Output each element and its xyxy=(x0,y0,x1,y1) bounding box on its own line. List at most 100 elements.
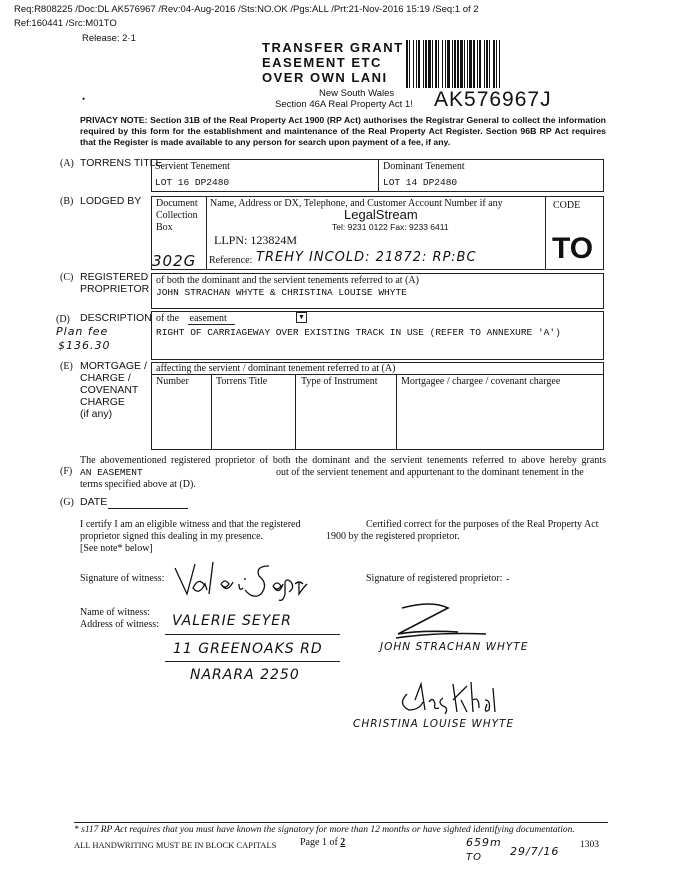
section-e-title-3: COVENANT xyxy=(80,384,139,396)
request-info-line: Req:R808225 /Doc:DL AK576967 /Rev:04-Aug… xyxy=(14,4,479,15)
reference-line: Ref:160441 /Src:M01TO xyxy=(14,18,117,29)
mortgage-header-line xyxy=(151,374,604,375)
torrens-title-box xyxy=(151,159,604,192)
section-f-letter: (F) xyxy=(60,466,73,477)
description-caption: of the easement xyxy=(156,313,235,325)
description-value[interactable]: RIGHT OF CARRIAGEWAY OVER EXISTING TRACK… xyxy=(156,327,561,338)
proprietor-value[interactable]: JOHN STRACHAN WHYTE & CHRISTINA LOUISE W… xyxy=(156,287,407,298)
mortgage-col-divider-1 xyxy=(211,374,212,450)
mortgage-col-divider-2 xyxy=(295,374,296,450)
section-e-letter: (E) xyxy=(60,361,73,372)
proprietor-cert-2: 1900 by the registered proprietor. xyxy=(326,531,460,542)
proprietor-signature-1-image xyxy=(395,603,487,639)
footer-divider xyxy=(74,822,608,823)
witness-address-underline xyxy=(165,661,340,662)
witness-name-value[interactable]: VALERIE SEYER xyxy=(172,613,292,629)
section-e-title: MORTGAGE / CHARGE / COVENANT CHARGE (if … xyxy=(80,360,147,420)
dominant-label: Dominant Tenement xyxy=(383,161,465,172)
bullet-mark: • xyxy=(82,94,86,104)
mortgage-caption: affecting the servient / dominant teneme… xyxy=(156,363,396,374)
llpn: LLPN: 123824M xyxy=(214,233,298,247)
witness-cert-3: [See note* below] xyxy=(80,543,153,554)
witness-signature-image xyxy=(174,561,308,602)
witness-cert-1: I certify I am an eligible witness and t… xyxy=(80,519,301,530)
witness-signature-label: Signature of witness: xyxy=(80,573,165,584)
witness-cert-2: proprietor signed this dealing in my pre… xyxy=(80,531,264,542)
form-title-line-3: OVER OWN LANI xyxy=(262,70,388,85)
description-caption-prefix: of the xyxy=(156,313,180,324)
doc-box-label: Document Collection Box xyxy=(156,198,198,233)
lodged-name-label: Name, Address or DX, Telephone, and Cust… xyxy=(210,198,503,209)
release-label: Release: 2·1 xyxy=(82,33,136,44)
witness-detail-labels: Name of witness: Address of witness: xyxy=(80,607,159,631)
handwritten-date: 29/7/16 xyxy=(510,845,560,858)
footer-note: * s117 RP Act requires that you must hav… xyxy=(74,825,575,835)
col-type-of-instrument: Type of Instrument xyxy=(301,376,378,387)
lodger-phone: Tel: 9231 0122 Fax: 9233 6411 xyxy=(332,222,449,232)
servient-value[interactable]: LOT 16 DP2480 xyxy=(155,177,230,188)
proprietor-certification: Certified correct for the purposes of th… xyxy=(326,519,598,543)
ref-text: Ref:160441 /Src:M xyxy=(14,18,94,29)
proprietor-signature-label: Signature of registered proprietor: xyxy=(366,573,503,584)
proprietor-box xyxy=(151,273,604,309)
lodged-divider-2 xyxy=(545,196,546,270)
state-label: New South Wales xyxy=(319,88,395,99)
form-title: TRANSFER GRANT EASEMENT ETC OVER OWN LAN… xyxy=(262,40,404,85)
section-e-title-2: CHARGE / xyxy=(80,372,131,384)
doc-box-value[interactable]: 302G xyxy=(152,252,197,270)
page-prefix: Page 1 of xyxy=(300,837,338,848)
mortgage-col-divider-3 xyxy=(396,374,397,450)
mortgage-box xyxy=(151,362,604,450)
code-label: CODE xyxy=(553,200,581,211)
section-a-title: TORRENS TITLE xyxy=(80,157,163,169)
section-d-letter: (D) xyxy=(56,314,70,325)
dominant-value[interactable]: LOT 14 DP2480 xyxy=(383,177,458,188)
page-total: 2 xyxy=(340,837,346,848)
witness-address-line-1[interactable]: 11 GREENOAKS RD xyxy=(173,641,323,657)
proprietor-signature-mark: - xyxy=(506,574,510,585)
handwritten-code: 659m xyxy=(466,836,502,849)
witness-address-label: Address of witness: xyxy=(80,619,159,630)
witness-address-line-2[interactable]: NARARA 2250 xyxy=(190,667,300,683)
dealing-number: AK576967J xyxy=(434,88,552,111)
section-e-title-4: CHARGE xyxy=(80,396,125,408)
form-number: 1303 xyxy=(580,840,599,850)
section-d-title: DESCRIPTION xyxy=(80,312,152,324)
margin-note-1: Plan fee xyxy=(56,325,109,338)
servient-label: Servient Tenement xyxy=(155,161,230,172)
section-label: Section 46A Real Property Act 1! xyxy=(275,99,413,110)
section-e-title-1: MORTGAGE / xyxy=(80,360,147,372)
section-c-title: REGISTERED PROPRIETOR xyxy=(80,271,149,295)
witness-name-label: Name of witness: xyxy=(80,607,150,618)
footer-handwriting-note: ALL HANDWRITING MUST BE IN BLOCK CAPITAL… xyxy=(74,840,277,850)
proprietor-name-1: JOHN STRACHAN WHYTE xyxy=(380,641,529,653)
section-f-line-1: The abovementioned registered proprietor… xyxy=(80,455,606,466)
col-torrens-title: Torrens Title xyxy=(216,376,268,387)
section-g-title: DATE xyxy=(80,496,108,508)
section-g-letter: (G) xyxy=(60,497,74,508)
margin-note-2: $136.30 xyxy=(58,339,111,352)
description-type-select[interactable]: easement xyxy=(187,313,235,325)
witness-name-line xyxy=(165,634,340,635)
section-b-title: LODGED BY xyxy=(80,195,142,207)
barcode-image xyxy=(406,40,500,88)
reference-label: Reference: xyxy=(209,255,253,266)
section-f-text: The abovementioned registered proprietor… xyxy=(80,455,606,491)
form-title-line-1: TRANSFER GRANT xyxy=(262,40,404,55)
lodger-company: LegalStream xyxy=(344,207,418,222)
section-e-title-5: (if any) xyxy=(80,408,113,420)
form-code: 01TO xyxy=(93,18,117,29)
dropdown-arrow-icon[interactable]: ▼ xyxy=(296,312,307,323)
section-f-line-2-text: out of the servient tenement and appurte… xyxy=(276,467,584,478)
page-indicator: Page 1 of 2 xyxy=(300,837,369,848)
lodged-by-box xyxy=(151,196,604,270)
proprietor-name-2: CHRISTINA LOUISE WHYTE xyxy=(353,718,515,730)
description-box xyxy=(151,311,604,360)
col-number: Number xyxy=(156,376,189,387)
section-f-line-3: terms specified above at (D). xyxy=(80,479,196,490)
reference-value[interactable]: TREHY INCOLD: 21872: RP:BC xyxy=(256,250,477,265)
date-line[interactable] xyxy=(108,508,188,509)
witness-certification: I certify I am an eligible witness and t… xyxy=(80,519,300,555)
grant-type-value[interactable]: AN EASEMENT xyxy=(80,467,143,478)
proprietor-signature-2-image xyxy=(401,681,496,715)
